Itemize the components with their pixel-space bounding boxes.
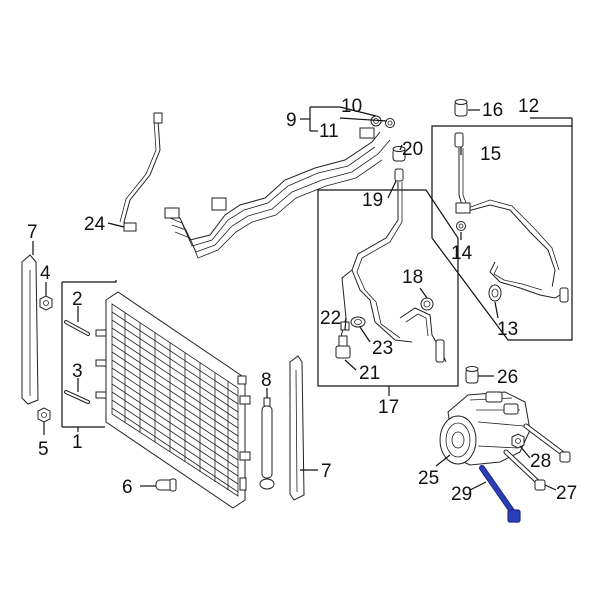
callout-19: 19: [362, 190, 383, 211]
callout-9: 9: [286, 110, 297, 131]
callout-28: 28: [530, 451, 551, 472]
part-3-pin[interactable]: [64, 390, 90, 404]
part-26-cap[interactable]: [465, 366, 479, 384]
part-2-pin[interactable]: [64, 320, 90, 336]
part-25-compressor[interactable]: [439, 391, 531, 466]
callout-29: 29: [451, 484, 472, 505]
callout-16: 16: [482, 100, 503, 121]
part-5-nut[interactable]: [37, 407, 51, 423]
part-9-suction-line[interactable]: [164, 127, 391, 259]
bracket-9-11-10: [300, 106, 340, 132]
callout-2: 2: [72, 289, 83, 310]
part-29-bolt-highlighted[interactable]: [479, 465, 521, 523]
callout-1: 1: [72, 432, 83, 453]
callout-7-left: 7: [27, 222, 38, 243]
bracket-1: [61, 280, 117, 432]
callout-4: 4: [40, 263, 51, 284]
part-12-discharge-hose[interactable]: [455, 148, 569, 303]
part-6-bolt[interactable]: [155, 478, 177, 492]
condenser-fins: [111, 311, 239, 493]
part-21-sensor[interactable]: [335, 335, 351, 359]
part-4-nut[interactable]: [39, 295, 53, 311]
part-16-cap[interactable]: [454, 99, 468, 117]
callout-15: 15: [480, 144, 501, 165]
callout-24: 24: [84, 214, 106, 235]
callout-23: 23: [372, 338, 393, 359]
callout-12: 12: [518, 96, 539, 117]
callout-7-right: 7: [321, 461, 332, 482]
part-27-bolt-a[interactable]: [523, 423, 571, 463]
callout-18: 18: [402, 267, 423, 288]
group-box-12: [431, 117, 573, 341]
callout-13: 13: [497, 319, 518, 340]
group-box-17: [317, 189, 459, 396]
part-27-bolt-b[interactable]: [503, 449, 546, 491]
part-18-o-ring[interactable]: [420, 297, 434, 311]
leader-lines: [32, 106, 557, 491]
callout-21: 21: [359, 363, 380, 384]
part-15-fitting[interactable]: [454, 132, 464, 148]
callout-27: 27: [556, 483, 577, 504]
part-28-nut[interactable]: [511, 433, 525, 449]
callout-17: 17: [378, 397, 399, 418]
part-19-fitting[interactable]: [394, 168, 404, 182]
callout-labels: 1 1 2 3 4 5 6 7 7 8 9 10 11 12 13 14 15 …: [27, 96, 577, 505]
callout-20: 20: [402, 139, 423, 160]
part-8-drier[interactable]: [259, 397, 275, 490]
callout-14: 14: [451, 243, 473, 264]
part-7-seal-left[interactable]: [21, 254, 39, 405]
callout-26: 26: [497, 367, 518, 388]
callout-25: 25: [418, 468, 439, 489]
callout-22: 22: [320, 308, 341, 329]
callout-8: 8: [261, 370, 272, 391]
part-13-o-ring[interactable]: [488, 284, 502, 302]
part-10-o-ring[interactable]: [385, 118, 395, 128]
callout-11: 11: [319, 121, 339, 142]
part-24-ac-line[interactable]: [119, 112, 163, 232]
callout-5: 5: [38, 439, 49, 460]
callout-3: 3: [72, 361, 83, 382]
part-17-hose-assembly[interactable]: [339, 182, 447, 363]
part-23-o-ring[interactable]: [350, 316, 366, 328]
callout-6: 6: [122, 477, 133, 498]
part-14-o-ring[interactable]: [456, 221, 466, 231]
part-7-seal-right[interactable]: [289, 355, 305, 501]
part-20-cap[interactable]: [392, 146, 406, 162]
callout-10: 10: [341, 96, 362, 117]
part-1-condenser[interactable]: [95, 291, 251, 509]
